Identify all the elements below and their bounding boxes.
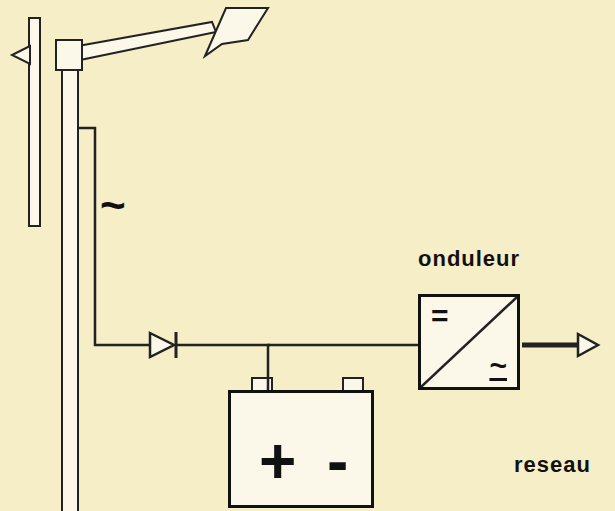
battery-outline: +- <box>228 390 374 508</box>
wire-connector <box>268 345 418 390</box>
nacelle <box>56 40 82 70</box>
battery-box: +- <box>228 390 374 508</box>
wire <box>78 128 150 345</box>
tail-boom <box>78 22 216 60</box>
ac-symbol: ~ <box>100 180 127 230</box>
output-arrowhead <box>578 334 598 356</box>
wire <box>176 344 270 347</box>
turbine-mast <box>62 70 78 511</box>
ac-symbol: ~ <box>489 351 507 381</box>
inverter-heading: onduleur <box>418 246 520 272</box>
inverter-diagonal-line <box>421 297 517 387</box>
battery-minus: - <box>327 429 348 493</box>
dc-symbol: = <box>431 301 449 331</box>
output-line <box>522 343 578 348</box>
tail-vane <box>205 8 268 56</box>
grid-label: reseau <box>514 452 591 478</box>
inverter-box: onduleur=~ <box>418 246 520 390</box>
diode-symbol <box>150 333 174 357</box>
battery-plus: + <box>259 429 296 493</box>
inverter-outline: =~ <box>418 294 520 390</box>
nose-cone <box>12 46 30 64</box>
